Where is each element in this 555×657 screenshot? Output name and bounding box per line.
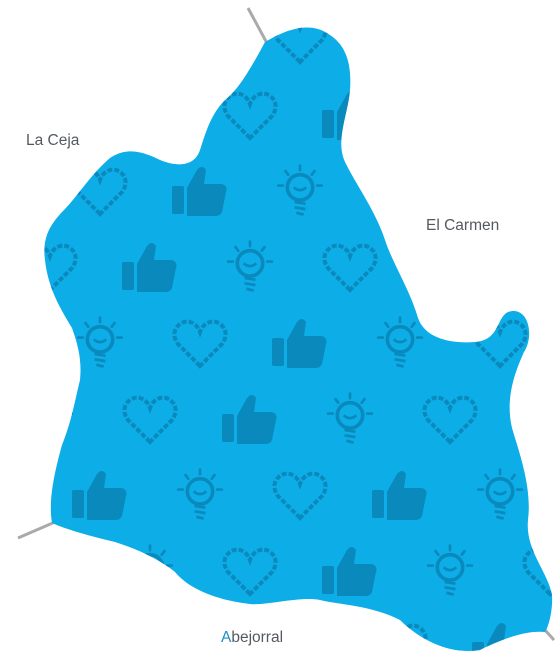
heart-icon <box>374 170 425 214</box>
border-road-west <box>17 520 56 540</box>
thumbs-up-icon <box>0 319 27 368</box>
place-label-el-carmen: El Carmen <box>426 217 500 234</box>
lightbulb-icon <box>276 619 324 651</box>
place-label-abejorral: Abejorral <box>221 629 283 647</box>
heart-icon <box>0 18 26 62</box>
heart-icon <box>0 474 26 518</box>
thumbs-up-icon <box>372 27 427 64</box>
thumbs-up-icon <box>422 243 477 292</box>
thumbs-up-icon <box>72 27 127 64</box>
place-label-la-ceja: La Ceja <box>26 132 80 149</box>
heart-icon <box>74 626 125 657</box>
thumbs-up-icon <box>44 547 77 596</box>
heart-icon <box>524 94 555 138</box>
lightbulb-icon <box>126 87 174 141</box>
thumbs-up-icon <box>522 395 553 444</box>
border-road-north <box>246 7 270 46</box>
lightbulb-icon <box>0 622 22 657</box>
lightbulb-icon <box>0 166 22 215</box>
lightbulb-icon <box>426 87 474 141</box>
lightbulb-icon <box>176 27 224 65</box>
border-road-southeast <box>543 628 555 642</box>
lightbulb-icon <box>526 239 553 293</box>
thumbs-up-icon <box>472 167 527 216</box>
lightbulb-icon <box>476 27 524 65</box>
lightbulb-icon <box>44 391 74 445</box>
place-label-abejorral-rest: bejorral <box>231 629 284 646</box>
thumbs-up-icon <box>172 623 227 651</box>
place-label-abejorral-initial: A <box>221 629 232 646</box>
